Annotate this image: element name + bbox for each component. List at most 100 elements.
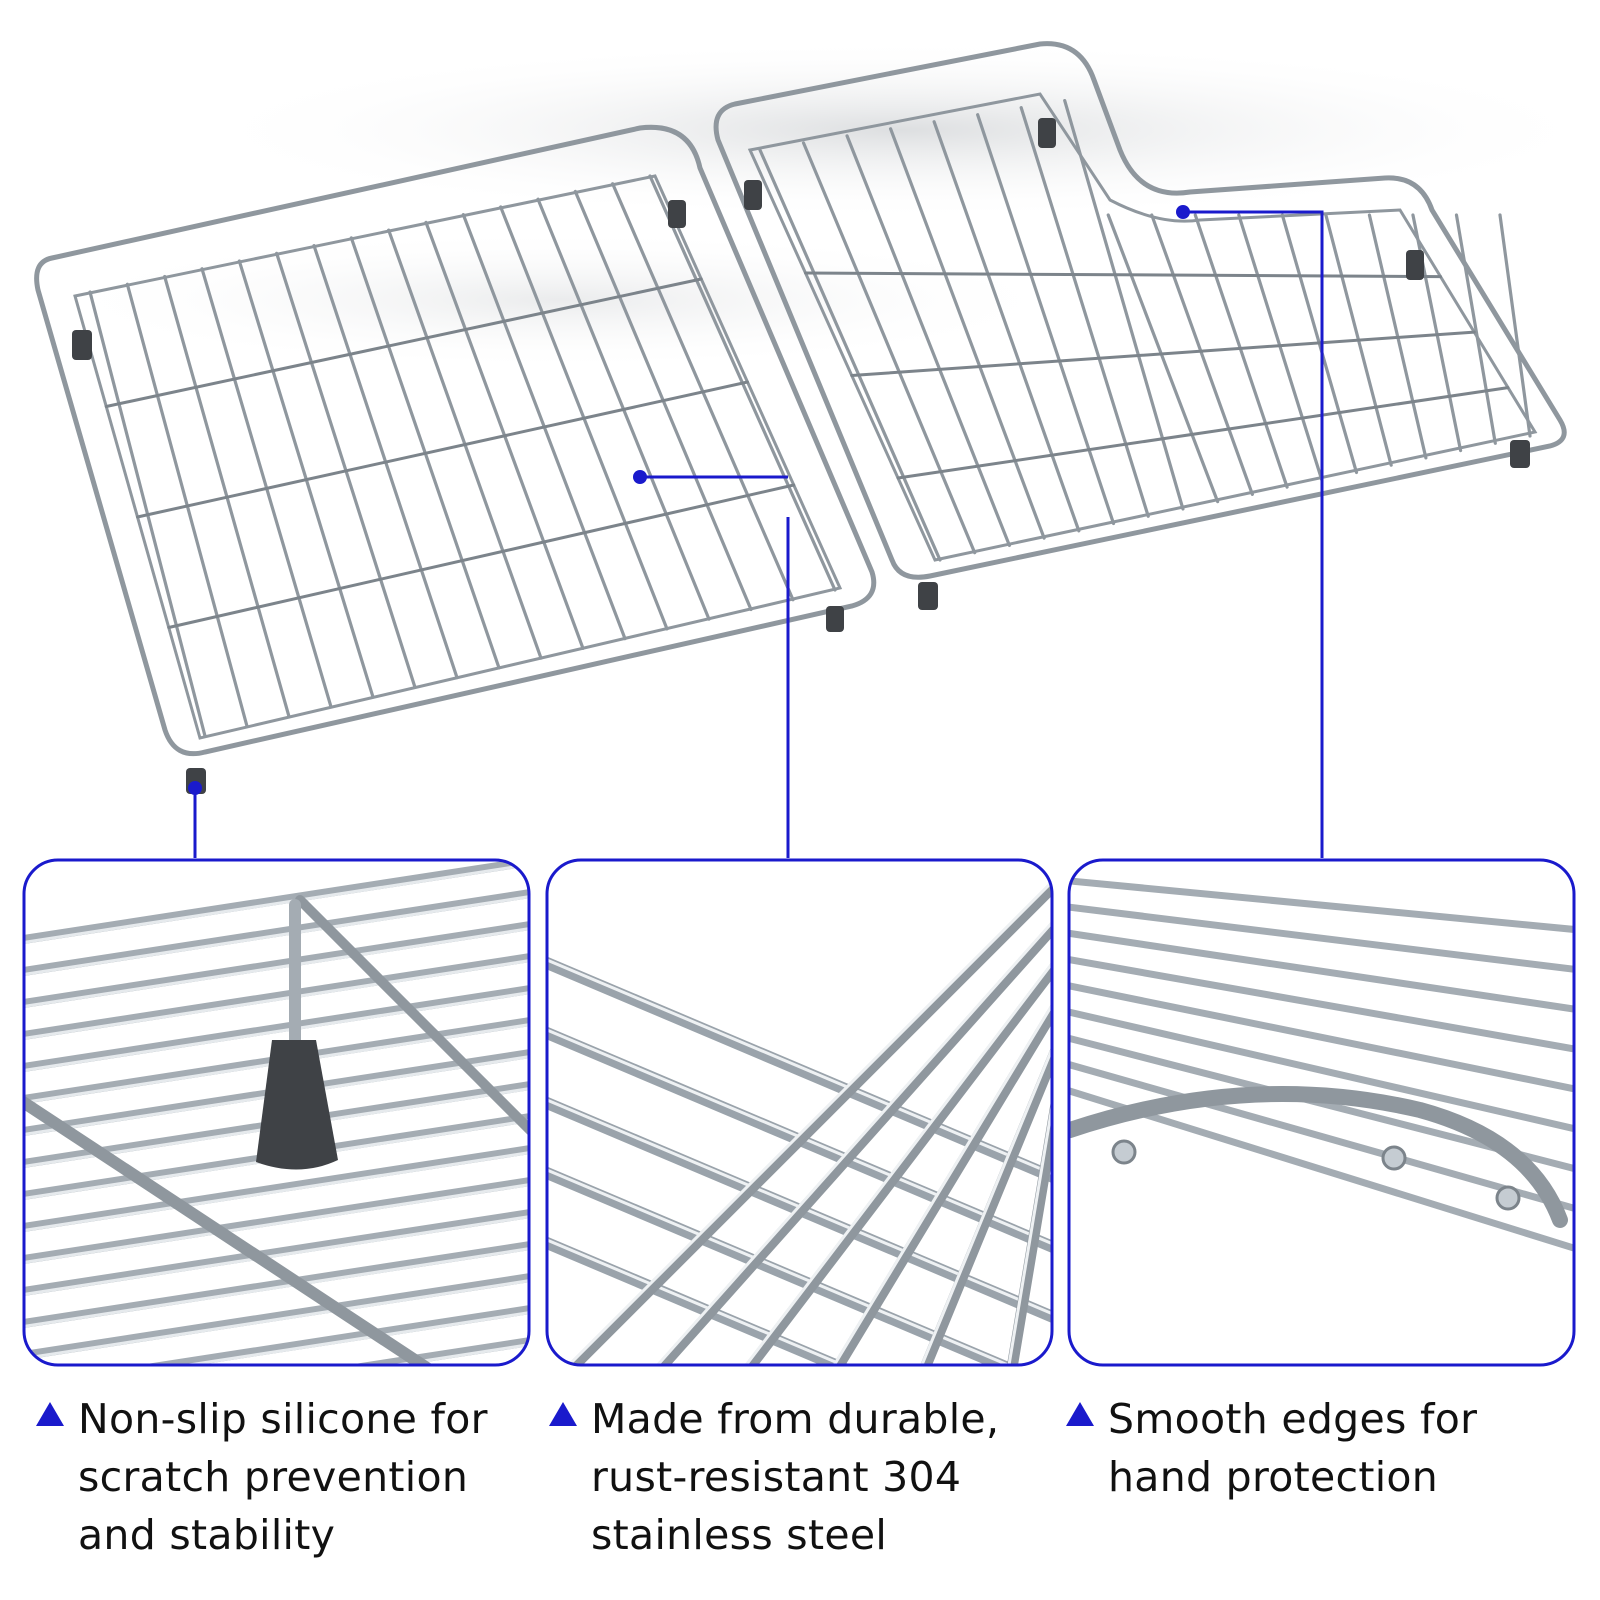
wire-rod	[758, 148, 942, 562]
wire-rod	[24, 860, 529, 945]
wire-highlight	[735, 955, 1052, 1365]
wire-rod	[1069, 954, 1574, 1054]
wire-rod	[24, 1143, 529, 1233]
wire-rod	[1498, 213, 1532, 438]
triangle-up-icon	[549, 1402, 577, 1426]
wire-rod	[1069, 1058, 1574, 1214]
callout-smooth-edges: Smooth edges for hand protection	[1066, 1390, 1536, 1506]
wire-rod	[801, 141, 977, 555]
right-grid-feet	[744, 118, 1530, 610]
wire-rod	[914, 1034, 1052, 1365]
wire-rod	[24, 1207, 529, 1297]
right-grid-frame	[713, 41, 1567, 580]
wire-highlight	[24, 989, 529, 1073]
wire-rod	[1454, 213, 1497, 445]
rack-foot	[1038, 118, 1056, 148]
wire-highlight	[555, 875, 1052, 1365]
wire-highlight	[547, 1165, 1052, 1365]
callout-line: Non-slip silicone for	[78, 1395, 488, 1443]
rack-foot	[1510, 440, 1530, 468]
wire-rod	[1069, 902, 1574, 974]
triangle-up-icon	[36, 1402, 64, 1426]
rack-foot	[1406, 250, 1424, 280]
wire-rod	[24, 1335, 529, 1365]
wire-rod	[1069, 1006, 1574, 1134]
rack-foot	[826, 606, 844, 632]
wire-rod	[1237, 213, 1324, 482]
wire-rod	[888, 127, 1046, 540]
right-grid-crossbars	[804, 271, 1510, 480]
wire-rod	[976, 113, 1116, 526]
leader-line-edge	[1183, 210, 1324, 858]
triangle-up-icon	[1066, 1402, 1094, 1426]
wire-rod	[932, 120, 1081, 533]
rod-end-cap	[1495, 1185, 1521, 1211]
detail-panel-smooth-edges	[1067, 858, 1576, 1367]
wire-rod	[1069, 876, 1574, 934]
callout-non-slip: Non-slip silicone for scratch prevention…	[36, 1390, 506, 1564]
wire-rod	[1106, 213, 1220, 504]
callout-text: Smooth edges for hand protection	[1108, 1390, 1477, 1506]
wire-highlight	[24, 1309, 529, 1365]
wire-rod	[24, 983, 529, 1073]
wire-highlight	[24, 957, 529, 1041]
wire-rod	[24, 1094, 436, 1365]
wire-crossbar	[104, 277, 703, 408]
callout-line: rust-resistant 304	[591, 1453, 962, 1501]
rack-foot	[72, 330, 92, 360]
wire-crossbar	[136, 380, 749, 519]
wire-rod	[824, 994, 1052, 1365]
wire-highlight	[24, 861, 529, 945]
wire-crossbar	[896, 386, 1510, 480]
silicone-foot	[256, 1040, 338, 1170]
wire-rod	[24, 1303, 529, 1365]
wire-rod	[24, 951, 529, 1041]
wire-crossbar	[804, 271, 1442, 279]
wire-highlight	[24, 893, 529, 977]
wire-rod	[1069, 980, 1574, 1094]
wire-rod	[547, 1164, 1052, 1365]
callout-line: Made from durable,	[591, 1395, 1000, 1443]
rack-foot	[744, 180, 762, 210]
wire-highlight	[547, 1235, 1052, 1365]
wire-highlight	[24, 1245, 529, 1329]
rod-end-cap	[1111, 1139, 1137, 1165]
wire-rod	[1150, 213, 1254, 496]
left-grid-inner-frame	[73, 174, 843, 740]
wire-highlight	[24, 1213, 529, 1297]
wire-highlight	[24, 1341, 529, 1365]
right-sink-grid	[713, 41, 1567, 610]
wire-rod	[24, 1271, 529, 1361]
wire-highlight	[24, 925, 529, 1009]
wire-rod	[24, 887, 529, 977]
wire-rod	[24, 1175, 529, 1265]
wire-crossbar	[167, 483, 796, 629]
rack-foot	[918, 582, 938, 610]
callout-text: Non-slip silicone for scratch prevention…	[78, 1390, 488, 1564]
right-grid-inner-frame	[747, 92, 1538, 562]
rack-foot	[668, 200, 686, 228]
leader-lines	[188, 205, 1324, 858]
wire-rod	[24, 919, 529, 1009]
wire-rod	[734, 954, 1052, 1365]
wire-rod	[644, 914, 1052, 1365]
wire-highlight	[24, 1277, 529, 1361]
callout-stainless-steel: Made from durable, rust-resistant 304 st…	[549, 1390, 1019, 1564]
left-grid-frame	[34, 124, 877, 757]
callout-line: hand protection	[1108, 1453, 1439, 1501]
left-sink-grid	[34, 124, 877, 794]
callout-text: Made from durable, rust-resistant 304 st…	[591, 1390, 999, 1564]
wire-crossbar	[850, 330, 1476, 377]
detail-panel-silicone-foot	[22, 858, 531, 1367]
rod-end-cap	[1381, 1145, 1407, 1171]
wire-rod	[547, 1234, 1052, 1365]
wire-rod	[295, 895, 529, 1145]
wire-highlight	[645, 915, 1052, 1365]
wire-highlight	[825, 995, 1052, 1365]
wire-rod	[1193, 213, 1289, 489]
callout-line: Smooth edges for	[1108, 1395, 1478, 1443]
wire-highlight	[915, 1035, 1052, 1365]
wire-highlight	[1005, 1075, 1052, 1365]
rounded-edge-wire	[1069, 1086, 1568, 1228]
